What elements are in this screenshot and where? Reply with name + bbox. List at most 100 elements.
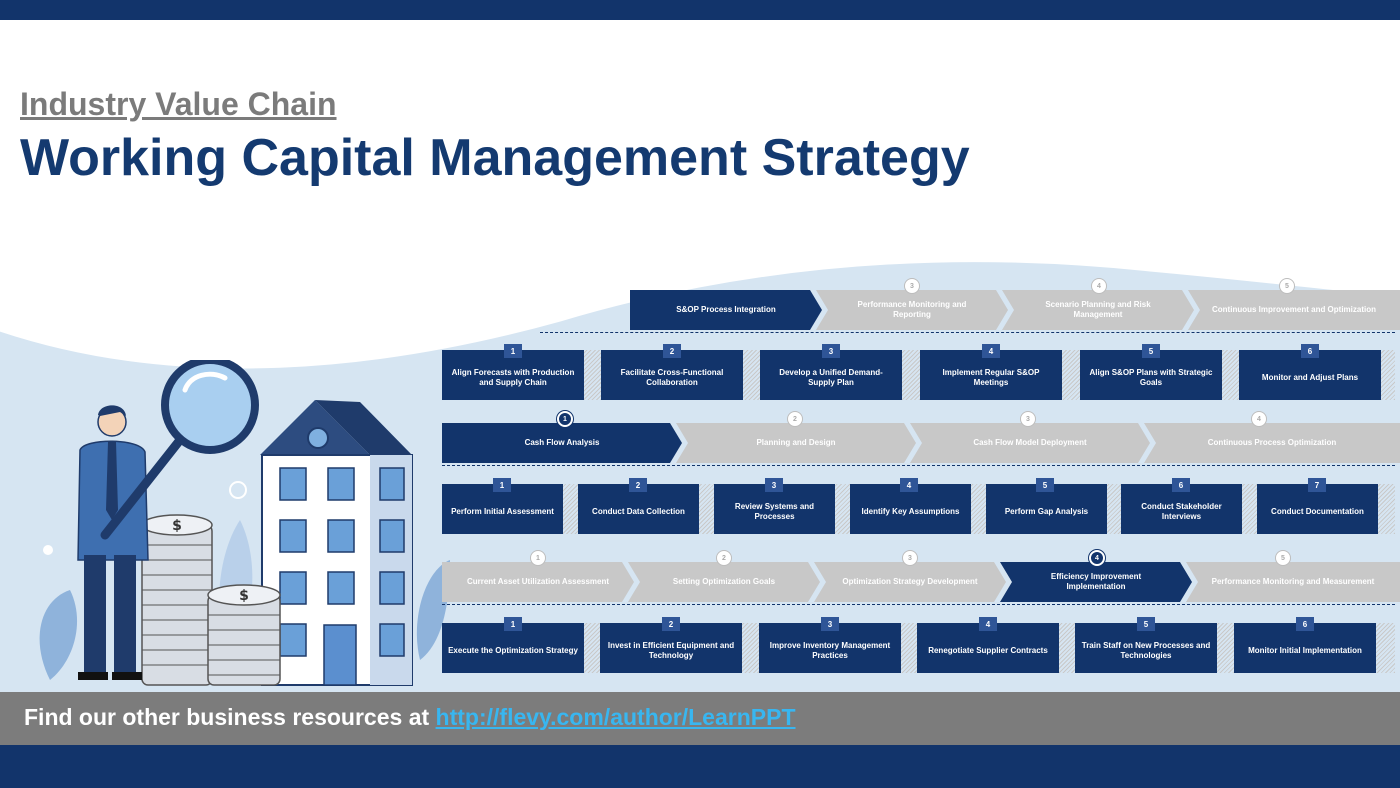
step-box[interactable]: Invest in Efficient Equipment and Techno… xyxy=(600,623,742,673)
step-number: 1 xyxy=(504,617,522,631)
step-box[interactable]: Execute the Optimization Strategy xyxy=(442,623,584,673)
dashed-divider xyxy=(442,465,1395,466)
step-box[interactable]: Monitor Initial Implementation xyxy=(1234,623,1376,673)
stage-scenario-planning[interactable]: Scenario Planning and Risk Management xyxy=(1002,290,1194,330)
step-box[interactable]: Facilitate Cross-Functional Collaboratio… xyxy=(601,350,743,400)
step-box[interactable]: Perform Gap Analysis xyxy=(986,484,1107,534)
step-number: 3 xyxy=(765,478,783,492)
step-box[interactable]: Conduct Data Collection xyxy=(578,484,699,534)
step-label: Monitor and Adjust Plans xyxy=(1261,373,1359,382)
stage-current-asset-assessment[interactable]: Current Asset Utilization Assessment xyxy=(442,562,634,602)
step-number: 4 xyxy=(900,478,918,492)
step-number: 6 xyxy=(1296,617,1314,631)
step-label: Perform Gap Analysis xyxy=(1004,507,1089,516)
step-box[interactable]: Renegotiate Supplier Contracts xyxy=(917,623,1059,673)
step-number: 3 xyxy=(821,617,839,631)
stage-sop-integration[interactable]: S&OP Process Integration xyxy=(630,290,822,330)
step-label: Renegotiate Supplier Contracts xyxy=(928,646,1048,655)
hatch-band xyxy=(442,350,1395,400)
stage-label: S&OP Process Integration xyxy=(676,305,776,314)
stage-label: Performance Monitoring and Measurement xyxy=(1211,577,1375,586)
stage-continuous-process-optimization[interactable]: Continuous Process Optimization xyxy=(1144,423,1400,463)
step-label: Train Staff on New Processes and Technol… xyxy=(1081,641,1211,660)
stage-number: 2 xyxy=(716,550,732,566)
step-box[interactable]: Identify Key Assumptions xyxy=(850,484,971,534)
stage-label: Performance Monitoring and Reporting xyxy=(857,300,967,319)
step-label: Execute the Optimization Strategy xyxy=(448,646,578,655)
step-number: 6 xyxy=(1172,478,1190,492)
stage-strategy-development[interactable]: Optimization Strategy Development xyxy=(814,562,1006,602)
step-box[interactable]: Align Forecasts with Production and Supp… xyxy=(442,350,584,400)
step-number: 1 xyxy=(504,344,522,358)
step-box[interactable]: Review Systems and Processes xyxy=(714,484,835,534)
step-number: 5 xyxy=(1137,617,1155,631)
stage-number: 3 xyxy=(1020,411,1036,427)
step-box[interactable]: Develop a Unified Demand-Supply Plan xyxy=(760,350,902,400)
stage-performance-monitoring[interactable]: Performance Monitoring and Reporting xyxy=(816,290,1008,330)
stage-label: Cash Flow Model Deployment xyxy=(973,438,1087,447)
stage-performance-measurement[interactable]: Performance Monitoring and Measurement xyxy=(1186,562,1400,602)
step-box[interactable]: Improve Inventory Management Practices xyxy=(759,623,901,673)
stage-number: 2 xyxy=(787,411,803,427)
step-label: Implement Regular S&OP Meetings xyxy=(942,368,1040,387)
step-number: 2 xyxy=(629,478,647,492)
step-label: Monitor Initial Implementation xyxy=(1248,646,1362,655)
step-number: 2 xyxy=(663,344,681,358)
step-box[interactable]: Perform Initial Assessment xyxy=(442,484,563,534)
step-box[interactable]: Train Staff on New Processes and Technol… xyxy=(1075,623,1217,673)
footer-text: Find our other business resources at htt… xyxy=(24,704,796,731)
step-label: Conduct Stakeholder Interviews xyxy=(1141,502,1222,521)
step-number: 5 xyxy=(1036,478,1054,492)
step-label: Develop a Unified Demand-Supply Plan xyxy=(779,368,883,387)
businessman-icon xyxy=(77,405,149,680)
step-label: Improve Inventory Management Practices xyxy=(769,641,891,660)
stage-label: Current Asset Utilization Assessment xyxy=(466,577,610,586)
stage-continuous-improvement[interactable]: Continuous Improvement and Optimization xyxy=(1188,290,1400,330)
stage-number: 1 xyxy=(530,550,546,566)
step-label: Conduct Data Collection xyxy=(592,507,685,516)
stage-number: 4 xyxy=(1091,278,1107,294)
step-label: Identify Key Assumptions xyxy=(861,507,960,516)
page-subtitle: Industry Value Chain xyxy=(20,86,337,122)
stage-number: 5 xyxy=(1275,550,1291,566)
footer-link[interactable]: http://flevy.com/author/LearnPPT xyxy=(435,704,796,730)
stage-number: 4 xyxy=(1089,550,1105,566)
step-label: Facilitate Cross-Functional Collaboratio… xyxy=(620,368,724,387)
step-box[interactable]: Conduct Stakeholder Interviews xyxy=(1121,484,1242,534)
step-number: 4 xyxy=(982,344,1000,358)
step-box[interactable]: Implement Regular S&OP Meetings xyxy=(920,350,1062,400)
stage-planning-design[interactable]: Planning and Design xyxy=(676,423,916,463)
step-box[interactable]: Monitor and Adjust Plans xyxy=(1239,350,1381,400)
top-bar xyxy=(0,0,1400,20)
step-label: Align Forecasts with Production and Supp… xyxy=(451,368,575,387)
step-number: 4 xyxy=(979,617,997,631)
step-label: Align S&OP Plans with Strategic Goals xyxy=(1089,368,1213,387)
stage-cash-flow-model-deployment[interactable]: Cash Flow Model Deployment xyxy=(910,423,1150,463)
step-label: Perform Initial Assessment xyxy=(451,507,554,516)
svg-text:$: $ xyxy=(239,588,249,604)
stage-number: 3 xyxy=(902,550,918,566)
bottom-bar xyxy=(0,745,1400,788)
step-label: Review Systems and Processes xyxy=(734,502,815,521)
stage-efficiency-implementation[interactable]: Efficiency Improvement Implementation xyxy=(1000,562,1192,602)
footer-banner: Find our other business resources at htt… xyxy=(0,692,1400,745)
stage-label: Continuous Process Optimization xyxy=(1207,438,1337,447)
dashed-divider xyxy=(540,332,1395,333)
stage-number: 5 xyxy=(1279,278,1295,294)
stage-label: Continuous Improvement and Optimization xyxy=(1212,305,1376,314)
step-box[interactable]: Align S&OP Plans with Strategic Goals xyxy=(1080,350,1222,400)
house-icon xyxy=(260,400,413,686)
coin-stack-icon: $ $ xyxy=(141,514,281,686)
step-box[interactable]: Conduct Documentation xyxy=(1257,484,1378,534)
stage-number: 1 xyxy=(557,411,573,427)
dashed-divider xyxy=(442,604,1395,605)
page-title: Working Capital Management Strategy xyxy=(20,129,970,187)
stage-label: Planning and Design xyxy=(756,438,836,447)
stage-label: Optimization Strategy Development xyxy=(842,577,978,586)
magnifying-glass-icon xyxy=(100,360,259,540)
stage-number: 3 xyxy=(904,278,920,294)
stage-setting-goals[interactable]: Setting Optimization Goals xyxy=(628,562,820,602)
footer-label: Find our other business resources at xyxy=(24,704,436,730)
step-label: Invest in Efficient Equipment and Techno… xyxy=(607,641,735,660)
stage-cash-flow-analysis[interactable]: Cash Flow Analysis xyxy=(442,423,682,463)
